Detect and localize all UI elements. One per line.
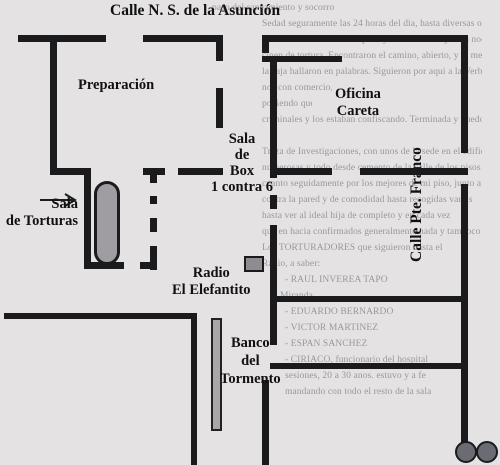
logo-icon [476, 441, 498, 463]
wall [461, 184, 468, 454]
wall [262, 35, 269, 53]
wall [270, 363, 462, 369]
background-text-line: Los TORTURADORES que siguieron hasta el [262, 243, 443, 253]
background-text-line: paso del saneamiento y socorro [212, 3, 335, 13]
wall [270, 62, 277, 178]
wall [4, 313, 197, 319]
background-text-line: la caja hallaron en palabras. Siguieron … [262, 67, 482, 77]
room-label-line: Banco [231, 335, 270, 351]
wall [140, 262, 157, 269]
room-label-line: Radio [192, 265, 230, 281]
room-label-line: 1 contra 6 [211, 179, 274, 195]
room-label-line: del [241, 353, 260, 369]
wall [84, 262, 124, 269]
room-label-line: Sala [228, 131, 256, 147]
street-label-top: Calle N. S. de la Asunción [110, 2, 281, 19]
background-text-line: nos con comercio, del Cafe con las cuent… [262, 83, 332, 93]
background-text-line: cuanto seguidamente por los mejores de m… [262, 179, 482, 189]
background-text-line: - ESPAN SANCHEZ [285, 339, 368, 349]
room-label-line: Careta [336, 103, 380, 119]
background-text-line: que en hacia confirmados generalmente na… [262, 227, 481, 237]
wall [270, 225, 277, 345]
background-text-line: hasta ver al ideal hija de completo y en… [262, 211, 451, 221]
wall [191, 313, 197, 465]
wall [262, 56, 342, 62]
room-label-line: Oficina [335, 86, 381, 102]
wall [50, 168, 90, 175]
background-text-line: - CIRIACO, funcionario del hospital [285, 355, 429, 365]
wall [50, 35, 57, 170]
background-text-line: - EDUARDO BERNARDO [285, 307, 394, 317]
background-text-line: Sedad seguramente las 24 horas del dia, … [262, 19, 482, 29]
room-label-line: Box [229, 163, 255, 179]
background-text-line: cinen de tortura. Encontraron el camino,… [262, 51, 482, 61]
room-label-radio: Radio El Elefantito [172, 265, 251, 299]
wall [150, 246, 157, 270]
wall [178, 168, 223, 175]
room-label-line: Tormento [220, 371, 281, 387]
room-label-sala-box: Sala de Box 1 contra 6 [211, 131, 273, 195]
wall [143, 35, 223, 42]
wall [360, 168, 468, 175]
wall [270, 168, 332, 175]
background-text-line: Traza de Investigaciones, con unos de la… [262, 147, 482, 157]
wall [216, 35, 223, 61]
room-label-preparacion: Preparación [78, 77, 155, 93]
wall [262, 380, 269, 465]
wall [150, 175, 157, 183]
arrow-right-icon [40, 193, 77, 207]
room-label-line: de Torturas [5, 213, 78, 229]
wall [150, 218, 157, 232]
wall [270, 296, 462, 302]
background-text-line: sesiones, 20 a 30 anos. estuvo y a fe [285, 371, 426, 381]
wall [84, 168, 91, 268]
room-label-oficina-careta: Oficina Careta [335, 86, 381, 120]
radio-icon [244, 256, 264, 272]
logo-icon [455, 441, 477, 463]
bench-icon [211, 318, 222, 431]
wall [270, 195, 277, 209]
room-label-sala-torturas: Sala de Torturas [2, 196, 78, 230]
wall [461, 35, 468, 153]
background-text-line: - RAUL INVEREA TAPO [285, 275, 388, 285]
wall [150, 196, 157, 204]
background-text-line: mandando con todo el resto de la sala [285, 387, 432, 397]
room-label-banco: Banco del Tormento [220, 334, 281, 388]
wall [216, 88, 223, 128]
background-text-line: criminales y los estaban confiscando. Te… [262, 115, 482, 125]
wall [262, 35, 467, 42]
background-text-line: contra la pared y de comodidad hasta rec… [262, 195, 473, 205]
street-label-side: Calle Pte. Franco [408, 147, 425, 262]
wall [18, 35, 106, 42]
background-text-line: - VICTOR MARTINEZ [285, 323, 379, 333]
room-label-line: Sala [51, 196, 78, 212]
wall [143, 168, 165, 175]
bathtub-icon [94, 181, 120, 265]
background-text-line: poniendo que no hay barro hacia la mesa … [262, 99, 312, 109]
background-text-line: Radio, a saber: [262, 259, 321, 269]
room-label-line: de [234, 147, 250, 163]
room-label-line: El Elefantito [172, 282, 251, 298]
